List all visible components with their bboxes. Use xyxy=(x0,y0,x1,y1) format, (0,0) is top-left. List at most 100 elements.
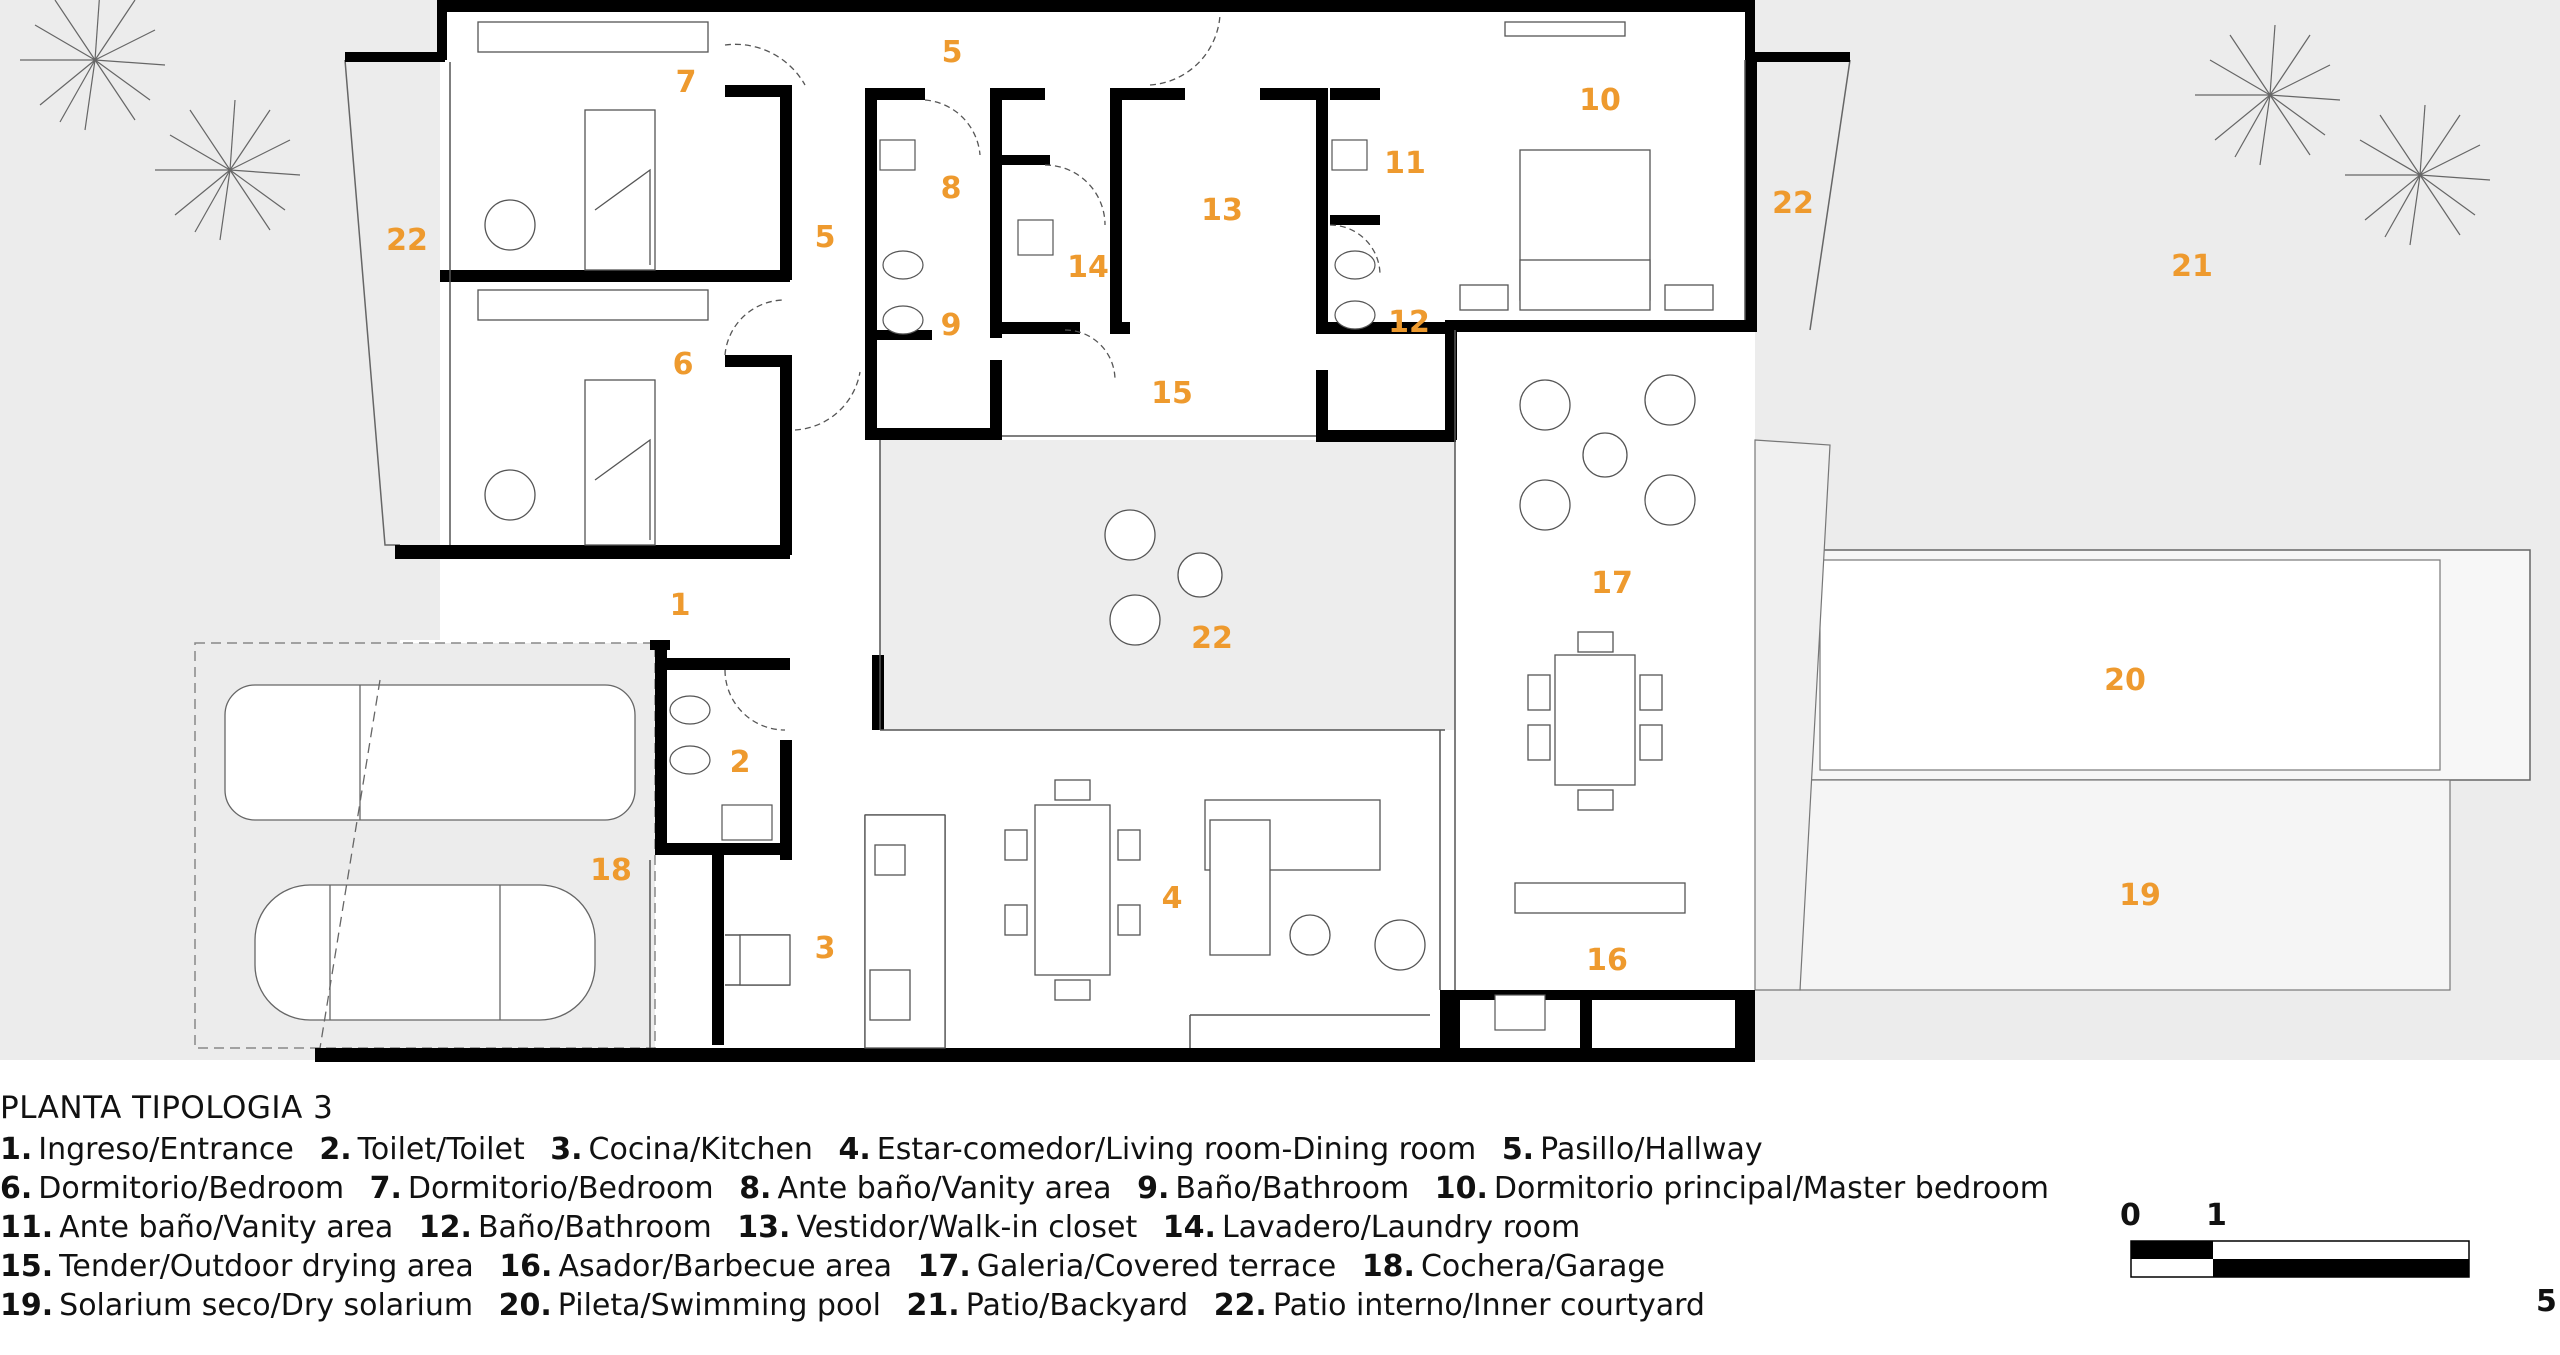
room-number-label: 16 xyxy=(1586,943,1628,978)
room-number-label: 5 xyxy=(942,35,963,70)
room-number-label: 2 xyxy=(730,745,751,780)
plan-title: PLANTA TIPOLOGIA 3 xyxy=(0,1090,334,1126)
legend-text: Estar-comedor/Living room-Dining room xyxy=(876,1132,1477,1167)
legend-number: 8. xyxy=(739,1171,772,1206)
room-number-label: 17 xyxy=(1591,566,1633,601)
legend-item: 5.Pasillo/Hallway xyxy=(1502,1132,1763,1167)
legend-text: Dormitorio/Bedroom xyxy=(407,1171,714,1206)
room-number-label: 4 xyxy=(1162,881,1183,916)
legend-number: 1. xyxy=(0,1132,33,1167)
scale-label-5: 5 xyxy=(2536,1284,2557,1319)
sofa-icon xyxy=(1204,799,1381,956)
room-number-label: 21 xyxy=(2171,249,2213,284)
dry-solarium xyxy=(1799,779,2451,991)
room-labels: 1 2 3 4 5 5 6 7 8 9 10 11 12 13 14 15 16… xyxy=(386,35,2213,978)
legend-item: 13.Vestidor/Walk-in closet xyxy=(737,1210,1137,1245)
legend-text: Patio/Backyard xyxy=(965,1288,1189,1323)
room-number-label: 18 xyxy=(590,853,632,888)
legend-text: Cochera/Garage xyxy=(1420,1249,1665,1284)
room-number-label: 5 xyxy=(815,220,836,255)
garage-diagonal xyxy=(319,679,381,1049)
floor-plan: 1 2 3 4 5 5 6 7 8 9 10 11 12 13 14 15 16… xyxy=(0,0,2560,1062)
legend-number: 19. xyxy=(0,1288,54,1323)
legend-text: Pasillo/Hallway xyxy=(1540,1132,1763,1167)
room-number-label: 22 xyxy=(1772,186,1814,221)
legend-number: 20. xyxy=(498,1288,552,1323)
legend-text: Toilet/Toilet xyxy=(357,1132,525,1167)
scale-label-1: 1 xyxy=(2206,1198,2227,1233)
legend-item: 8.Ante baño/Vanity area xyxy=(739,1171,1111,1206)
legend-number: 18. xyxy=(1361,1249,1415,1284)
room-number-label: 22 xyxy=(1191,621,1233,656)
legend-text: Baño/Bathroom xyxy=(1175,1171,1410,1206)
room-number-label: 20 xyxy=(2104,663,2146,698)
chair-icon xyxy=(484,199,1696,971)
legend-number: 9. xyxy=(1137,1171,1170,1206)
legend-number: 5. xyxy=(1501,1132,1535,1167)
legend-item: 15.Tender/Outdoor drying area xyxy=(0,1249,474,1284)
legend: 1.Ingreso/Entrance 2.Toilet/Toilet 3. Coc… xyxy=(0,1130,2060,1325)
legend-number: 10. xyxy=(1434,1171,1488,1206)
scale-label-0: 0 xyxy=(2120,1198,2141,1233)
legend-item: 6.Dormitorio/Bedroom xyxy=(0,1171,344,1206)
legend-item: 2.Toilet/Toilet xyxy=(319,1132,524,1167)
legend-item: 14.Lavadero/Laundry room xyxy=(1163,1210,1580,1245)
legend-item: 16.Asador/Barbecue area xyxy=(499,1249,892,1284)
room-number-label: 6 xyxy=(673,347,694,382)
door-swings xyxy=(724,14,1381,731)
tree-icon xyxy=(20,0,2491,246)
legend-number: 4. xyxy=(838,1132,871,1167)
legend-text: Patio interno/Inner courtyard xyxy=(1272,1288,1705,1323)
legend-text: Galeria/Covered terrace xyxy=(976,1249,1337,1284)
legend-item: 1.Ingreso/Entrance xyxy=(0,1132,294,1167)
legend-text: Dormitorio principal/Master bedroom xyxy=(1493,1171,2049,1206)
legend-text: Asador/Barbecue area xyxy=(558,1249,893,1284)
legend-text: Vestidor/Walk-in closet xyxy=(796,1210,1138,1245)
terrace-slab xyxy=(1754,439,1831,991)
room-number-label: 19 xyxy=(2119,878,2161,913)
legend-item: 12.Baño/Bathroom xyxy=(419,1210,712,1245)
legend-item: 22.Patio interno/Inner courtyard xyxy=(1214,1288,1705,1323)
legend-number: 15. xyxy=(0,1249,54,1284)
legend-text: Lavadero/Laundry room xyxy=(1221,1210,1581,1245)
scale-bar-graphic xyxy=(2130,1240,2470,1278)
room-number-label: 14 xyxy=(1067,250,1109,285)
legend-text: Baño/Bathroom xyxy=(477,1210,712,1245)
legend-number: 21. xyxy=(906,1288,960,1323)
legend-text: Solarium seco/Dry solarium xyxy=(59,1288,474,1323)
legend-number: 22. xyxy=(1213,1288,1267,1323)
legend-text: Ante baño/Vanity area xyxy=(59,1210,394,1245)
legend-number: 3. xyxy=(550,1132,583,1167)
bed-icon xyxy=(584,109,1714,546)
inner-courtyard-floor xyxy=(880,440,1455,730)
legend-text: Pileta/Swimming pool xyxy=(557,1288,881,1323)
legend-item: 9.Baño/Bathroom xyxy=(1137,1171,1409,1206)
legend-item: 21.Patio/Backyard xyxy=(907,1288,1189,1323)
pool xyxy=(1819,559,2441,771)
legend-text: Tender/Outdoor drying area xyxy=(59,1249,474,1284)
legend-item: 4.Estar-comedor/Living room-Dining room xyxy=(838,1132,1476,1167)
dining-table-icon xyxy=(1004,631,1686,1001)
room-number-label: 11 xyxy=(1384,146,1426,181)
room-number-label: 15 xyxy=(1151,376,1193,411)
legend-number: 17. xyxy=(917,1249,971,1284)
legend-number: 11. xyxy=(0,1210,54,1245)
legend-item: 20.Pileta/Swimming pool xyxy=(499,1288,881,1323)
sanitary-fixture-icon xyxy=(669,139,1546,1031)
legend-number: 13. xyxy=(737,1210,791,1245)
legend-item: 17.Galeria/Covered terrace xyxy=(918,1249,1337,1284)
legend-number: 7. xyxy=(369,1171,402,1206)
legend-text: Ante baño/Vanity area xyxy=(777,1171,1112,1206)
walls xyxy=(315,0,1850,1062)
legend-number: 2. xyxy=(319,1132,352,1167)
legend-text: Dormitorio/Bedroom xyxy=(38,1171,345,1206)
legend-item: 10.Dormitorio principal/Master bedroom xyxy=(1435,1171,2049,1206)
legend-number: 12. xyxy=(418,1210,472,1245)
room-number-label: 10 xyxy=(1579,83,1621,118)
car-icon xyxy=(224,684,636,1021)
kitchen-counter-icon xyxy=(739,814,946,1049)
legend-number: 14. xyxy=(1162,1210,1216,1245)
room-number-label: 22 xyxy=(386,223,428,258)
legend-item: 18.Cochera/Garage xyxy=(1362,1249,1665,1284)
legend-number: 16. xyxy=(499,1249,553,1284)
